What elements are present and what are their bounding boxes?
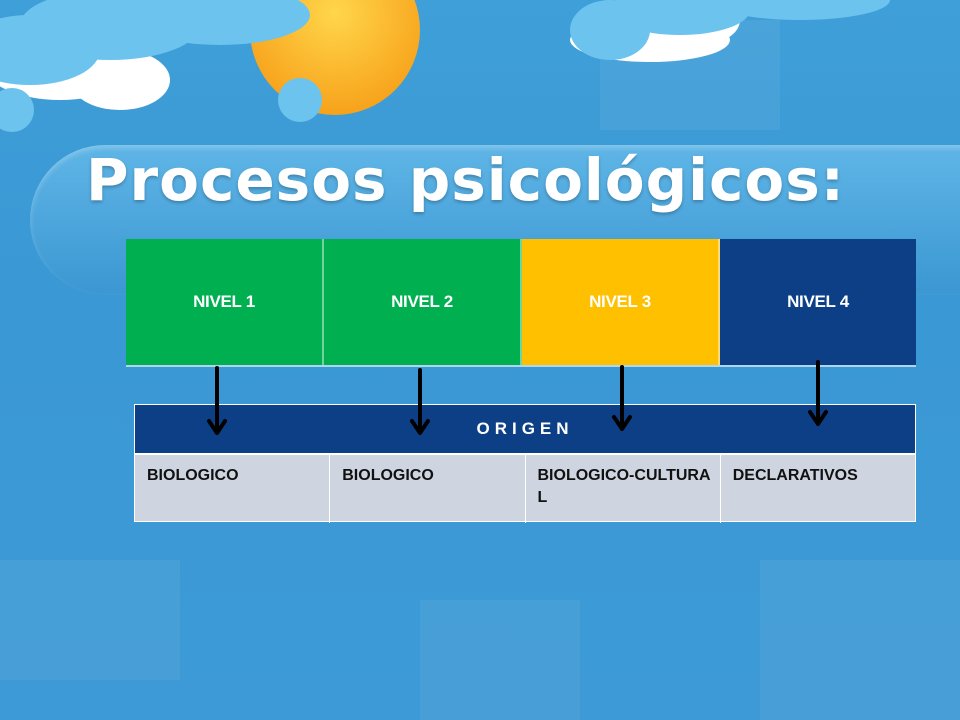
nivel-3-label: NIVEL 3 xyxy=(589,292,651,311)
arrow-down-icon xyxy=(207,366,227,435)
nivel-1-box: NIVEL 1 xyxy=(126,239,324,365)
nivel-3-box: NIVEL 3 xyxy=(522,239,720,365)
background-tile xyxy=(420,600,580,720)
arrow-down-icon xyxy=(410,368,430,435)
cloud-icon xyxy=(570,0,890,60)
arrow-down-icon xyxy=(612,365,632,431)
sky-decoration xyxy=(0,0,890,132)
nivel-4-label: NIVEL 4 xyxy=(787,292,849,311)
origen-cell-2: BIOLOGICO xyxy=(330,455,526,523)
arrow-down-icon xyxy=(808,360,828,426)
origen-cell-4: DECLARATIVOS xyxy=(732,467,858,484)
nivel-1-label: NIVEL 1 xyxy=(193,292,255,311)
origen-cell-1: BIOLOGICO xyxy=(135,455,331,523)
origen-row: BIOLOGICO BIOLOGICO BIOLOGICO-CULTURAL D… xyxy=(135,455,915,523)
nivel-4-box: NIVEL 4 xyxy=(720,239,916,365)
cloud-icon xyxy=(0,0,310,132)
origen-table: ORIGEN BIOLOGICO BIOLOGICO BIOLOGICO-CUL… xyxy=(134,404,916,523)
origen-cell-3: BIOLOGICO-CULTURAL xyxy=(526,455,721,523)
background-tile xyxy=(760,560,960,720)
background-tile xyxy=(0,560,180,680)
origen-header: ORIGEN xyxy=(135,405,915,455)
nivel-2-box: NIVEL 2 xyxy=(324,239,522,365)
nivel-2-label: NIVEL 2 xyxy=(391,292,453,311)
slide-title: Procesos psicológicos: xyxy=(86,146,845,214)
niveles-row: NIVEL 1 NIVEL 2 NIVEL 3 NIVEL 4 xyxy=(126,239,916,365)
